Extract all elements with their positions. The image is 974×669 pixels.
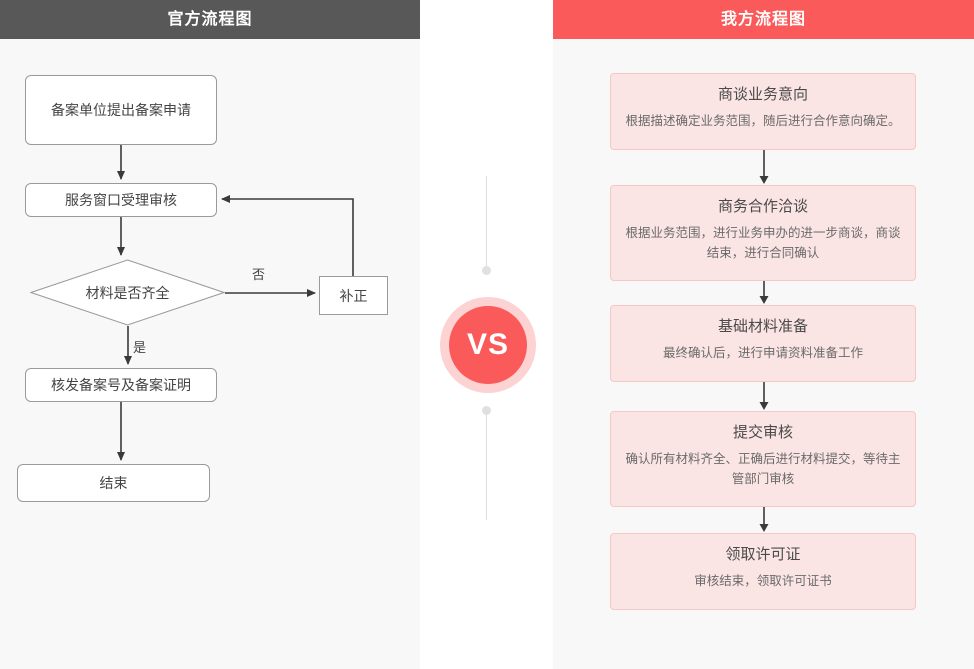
official-flow-title: 官方流程图: [0, 0, 420, 39]
vs-badge-label: VS: [449, 306, 527, 384]
flow-node-decision-label: 材料是否齐全: [85, 284, 170, 301]
our-flow-card-1-desc: 根据业务范围，进行业务申办的进一步商谈，商谈结束，进行合同确认: [625, 226, 901, 260]
vs-line-top: [486, 176, 487, 270]
our-flow-card-4[interactable]: 领取许可证 审核结束，领取许可证书: [610, 533, 916, 610]
our-flow-arrow-1: [756, 281, 772, 305]
our-flow-card-4-title: 领取许可证: [725, 546, 801, 563]
our-flow-arrow-0: [756, 150, 772, 185]
official-flow-panel: 官方流程图 备案单位提: [0, 0, 420, 669]
our-flow-card-0-desc: 根据描述确定业务范围，随后进行合作意向确定。: [625, 114, 901, 128]
flow-node-review[interactable]: 服务窗口受理审核: [25, 183, 217, 217]
our-flow-arrow-2: [756, 382, 772, 411]
flow-node-issue[interactable]: 核发备案号及备案证明: [25, 368, 217, 402]
vs-divider: VS: [420, 0, 553, 669]
vs-badge: VS: [440, 297, 536, 393]
our-flow-card-2-desc: 最终确认后，进行申请资料准备工作: [662, 346, 863, 360]
our-flow-card-3-desc: 确认所有材料齐全、正确后进行材料提交，等待主管部门审核: [625, 452, 901, 486]
diamond-shape: [30, 259, 225, 326]
flow-node-review-label: 服务窗口受理审核: [65, 192, 177, 208]
vs-line-bottom: [486, 410, 487, 520]
edge-label-no: 否: [252, 267, 266, 282]
our-flow-card-3[interactable]: 提交审核 确认所有材料齐全、正确后进行材料提交，等待主管部门审核: [610, 411, 916, 507]
our-flow-card-0-title: 商谈业务意向: [717, 86, 808, 103]
flow-node-end[interactable]: 结束: [17, 464, 210, 502]
edge-label-yes: 是: [133, 340, 147, 355]
our-flow-title: 我方流程图: [553, 0, 974, 39]
our-flow-card-0[interactable]: 商谈业务意向 根据描述确定业务范围，随后进行合作意向确定。: [610, 73, 916, 150]
our-flow-arrow-3: [756, 507, 772, 533]
our-flow-card-2[interactable]: 基础材料准备 最终确认后，进行申请资料准备工作: [610, 305, 916, 382]
our-flow-card-4-desc: 审核结束，领取许可证书: [694, 574, 832, 588]
flow-node-correct-label: 补正: [339, 287, 368, 304]
our-flow-card-2-title: 基础材料准备: [717, 318, 808, 335]
our-flow-card-1[interactable]: 商务合作洽谈 根据业务范围，进行业务申办的进一步商谈，商谈结束，进行合同确认: [610, 185, 916, 281]
official-flow-connectors: [117, 145, 354, 461]
our-flow-panel: 我方流程图 商谈业务意向 根据描述确定业务范围，随后进行合作意向确定。 商务合作…: [553, 0, 974, 669]
our-flowchart: 商谈业务意向 根据描述确定业务范围，随后进行合作意向确定。 商务合作洽谈 根据业…: [553, 39, 974, 669]
official-flowchart: 备案单位提出备案申请 服务窗口受理审核 材料是否齐全 补正 核发备案号及备案证明…: [0, 39, 420, 669]
flow-node-apply-label: 备案单位提出备案申请: [51, 102, 191, 118]
flow-node-apply[interactable]: 备案单位提出备案申请: [25, 75, 217, 145]
flow-node-issue-label: 核发备案号及备案证明: [51, 377, 191, 393]
flow-node-decision[interactable]: 材料是否齐全: [30, 259, 225, 326]
flow-node-end-label: 结束: [99, 475, 128, 491]
our-flow-card-3-title: 提交审核: [732, 424, 793, 441]
vs-dot-top: [482, 266, 491, 275]
flow-node-correct[interactable]: 补正: [319, 276, 388, 315]
our-flow-card-1-title: 商务合作洽谈: [717, 198, 808, 215]
